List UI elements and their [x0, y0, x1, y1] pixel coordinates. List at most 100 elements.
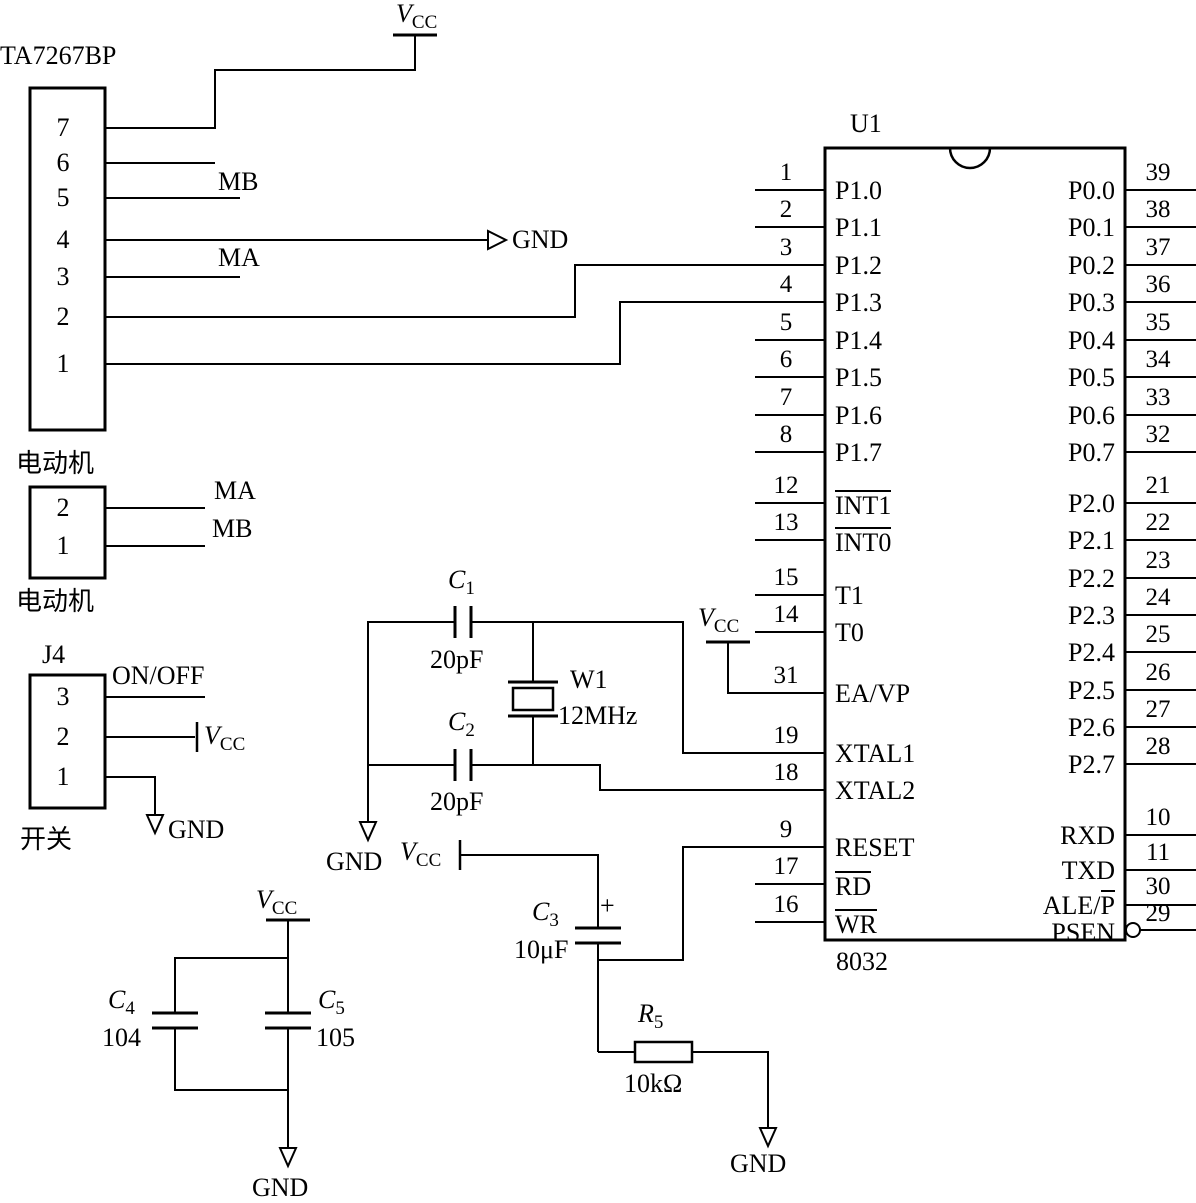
u1-pin-number: 22 [1145, 509, 1171, 536]
motor-pin-number: 1 [56, 531, 70, 560]
c5-ref: C [318, 985, 336, 1014]
u1-pin-number: 25 [1145, 621, 1171, 648]
gnd-arrow-right-icon [487, 229, 509, 251]
u1-pin-number: 3 [779, 234, 793, 261]
u1-pin-label: P2.4 [1068, 638, 1115, 667]
motor-pin-number: 2 [56, 493, 70, 522]
u1-pin-label: P1.6 [835, 401, 882, 430]
u1-pin-number: 38 [1145, 196, 1171, 223]
u1-pin-label: P2.2 [1068, 564, 1115, 593]
u1-pin-number: 35 [1145, 309, 1171, 336]
u1-pin-number: 6 [779, 346, 793, 373]
gnd-label: GND [730, 1149, 787, 1178]
u1-pin-label: XTAL2 [835, 776, 916, 805]
u1-pin-label: P2.3 [1068, 601, 1115, 630]
gnd-arrow-down-icon [358, 821, 378, 843]
u1-pin-label: INT1 [835, 490, 892, 520]
u1-pin-label: P0.3 [1068, 288, 1115, 317]
u1-pin-label: P1.7 [835, 438, 882, 467]
c2-ref-sub: 2 [465, 720, 475, 741]
u1-pin-label: P2.5 [1068, 676, 1115, 705]
u1-pin-label: P0.0 [1068, 176, 1115, 205]
u1-pin-label: P0.1 [1068, 213, 1115, 242]
gnd-arrow-down-icon [758, 1127, 778, 1149]
u1-pin-label-overline: INT1 [835, 490, 892, 520]
r5-value-label: 10kΩ [624, 1069, 683, 1098]
u1-pin-label-overline: RD [835, 871, 872, 901]
u1-pin-number: 1 [779, 159, 793, 186]
reset-network [458, 840, 825, 1128]
net-label-ma: MA [214, 476, 256, 505]
c3-ref: C [532, 897, 550, 926]
vcc-label: VCC [698, 603, 739, 637]
u1-pin-label-overline: P [1100, 890, 1115, 920]
u1-pin-label: P0.4 [1068, 326, 1115, 355]
c4-ref-label: C4 [108, 985, 135, 1019]
net-label-on-off: ON/OFF [112, 661, 205, 690]
ta7267bp-pin-number: 6 [56, 148, 70, 177]
c3-ref-sub: 3 [549, 910, 559, 931]
u1-pin-number: 18 [773, 759, 799, 786]
ta7267bp-pin-number: 5 [56, 183, 70, 212]
u1-pin-stubs-right [1125, 189, 1196, 938]
u1-pin-label: P0.5 [1068, 363, 1115, 392]
ta7267bp-wires [105, 33, 825, 365]
u1-pin-label-overline: WR [835, 909, 877, 939]
c3-polarity-plus: + [600, 891, 615, 920]
c1-ref-label: C1 [448, 566, 475, 599]
u1-pin-number: 5 [779, 309, 793, 336]
u1-pin-number: 26 [1145, 659, 1171, 686]
u1-pin-number: 34 [1145, 346, 1171, 373]
c4-ref: C [108, 985, 126, 1014]
u1-pin-number: 13 [773, 509, 799, 536]
u1-pin-number: 32 [1145, 421, 1171, 448]
ta7267bp-pin-number: 7 [56, 113, 70, 142]
u1-body [823, 146, 1127, 942]
vcc-symbol: V [698, 603, 714, 632]
u1-pin-label: P1.1 [835, 213, 882, 242]
u1-pin-label: P1.2 [835, 251, 882, 280]
decoupling-network [152, 918, 311, 1148]
u1-pin-label: RESET [835, 833, 915, 862]
gnd-label: GND [512, 225, 569, 254]
vcc-symbol: V [204, 721, 220, 750]
u1-pin-number: 27 [1145, 696, 1171, 723]
u1-pin-label: P0.7 [1068, 438, 1115, 467]
gnd-label: GND [252, 1173, 309, 1202]
u1-pin-number: 36 [1145, 271, 1171, 298]
r5-ref-label: R5 [638, 1000, 663, 1033]
net-label-mb: MB [218, 167, 259, 196]
u1-pin-label: P1.5 [835, 363, 882, 392]
motor-label-bottom: 电动机 [16, 587, 95, 616]
gnd-arrow-down-icon [278, 1147, 298, 1169]
c3-ref-label: C3 [532, 897, 559, 931]
u1-pin-label: XTAL1 [835, 739, 916, 768]
vcc-symbol: V [256, 885, 272, 914]
u1-pin-number: 14 [773, 601, 799, 628]
u1-pin-number: 37 [1145, 234, 1171, 261]
u1-pin-label: T1 [835, 581, 864, 610]
u1-pin-number: 10 [1145, 804, 1171, 831]
u1-pin-number: 9 [779, 816, 793, 843]
u1-pin-number: 19 [773, 722, 799, 749]
c5-ref-sub: 5 [335, 998, 345, 1019]
vcc-symbol: V [396, 0, 412, 28]
u1-pin-number: 33 [1145, 384, 1171, 411]
u1-pin-number: 15 [773, 564, 799, 591]
gnd-arrow-down-icon [145, 814, 165, 836]
u1-pin-label: P2.6 [1068, 713, 1115, 742]
w1-ref-label: W1 [570, 665, 608, 694]
j4-pin-number: 1 [56, 762, 70, 791]
c3-value-label: 10μF [514, 935, 569, 964]
u1-pin-number: 30 [1145, 873, 1171, 900]
u1-pin-label: P2.7 [1068, 750, 1115, 779]
w1-value-label: 12MHz [558, 701, 638, 730]
u1-pin-number: 2 [779, 196, 793, 223]
u1-pin-number: 8 [779, 421, 793, 448]
c2-value-label: 20pF [430, 787, 484, 816]
u1-pin-label: P1.4 [835, 326, 882, 355]
vcc-symbol: V [400, 837, 416, 866]
u1-pin-label: P1.3 [835, 288, 882, 317]
u1-pin-number: 12 [773, 472, 799, 499]
